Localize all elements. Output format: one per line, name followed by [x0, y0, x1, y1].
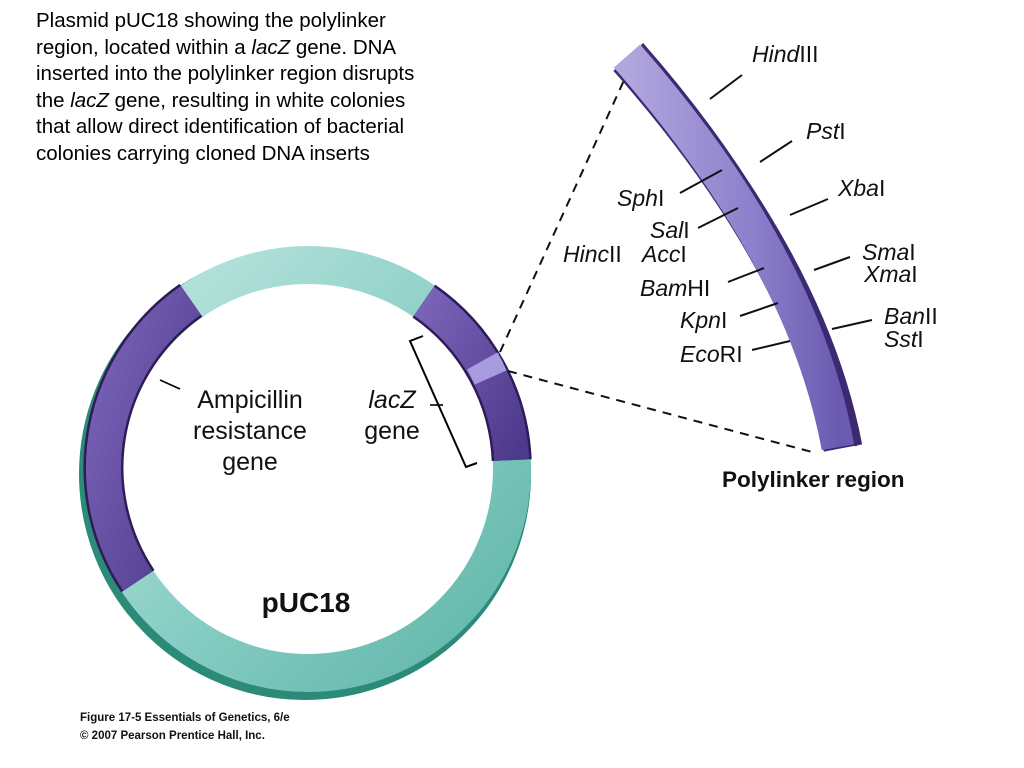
site-label-hincii: HincII: [563, 241, 622, 267]
amp-label-line: gene: [222, 448, 278, 476]
site-label-ecori: EcoRI: [680, 341, 743, 367]
amp-leader-line: [159, 379, 181, 390]
tick-sphi: [679, 169, 723, 194]
tick-sali: [697, 207, 739, 229]
site-label-hindiii: HindIII: [752, 41, 818, 67]
tick-hindiii: [709, 74, 743, 100]
plasmid-ring: [79, 246, 532, 700]
polylinker-site: [466, 352, 507, 385]
site-label-acci: AccI: [640, 241, 687, 267]
caption-line: that allow direct identification of bact…: [36, 114, 526, 141]
tick-bamhi: [727, 267, 765, 283]
caption-run: region, located within a: [36, 35, 252, 59]
tick-ecori: [751, 340, 791, 351]
credit-line-1: Figure 17-5 Essentials of Genetics, 6/e: [80, 712, 290, 724]
plasmid-name: pUC18: [262, 587, 351, 618]
caption-run: gene. DNA: [290, 35, 397, 59]
caption-line: the lacZ gene, resulting in white coloni…: [36, 88, 526, 115]
caption-line: inserted into the polylinker region disr…: [36, 61, 526, 88]
site-label-ssti: SstI: [884, 326, 924, 352]
caption-line: colonies carrying cloned DNA inserts: [36, 141, 526, 168]
amp-gene-label: Ampicillin resistance gene: [193, 386, 307, 476]
site-label-xmai: XmaI: [863, 261, 918, 287]
tick-kpni: [739, 302, 779, 317]
lacz-gene-label: lacZ gene: [364, 386, 420, 445]
zoom-dashed-line-bottom: [507, 370, 813, 453]
tick-smai: [813, 256, 851, 271]
site-label-smai: SmaI: [862, 239, 916, 265]
restriction-site-ticks: [679, 74, 873, 351]
caption-run: gene, resulting in white colonies: [108, 88, 406, 112]
caption-run: colonies carrying cloned DNA inserts: [36, 141, 370, 165]
amp-label-line: resistance: [193, 417, 307, 445]
polylinker-band-fill: [613, 44, 857, 451]
lacz-bracket: [408, 335, 478, 469]
lacz-label-plain: gene: [364, 417, 420, 445]
amp-gene-segment: [86, 285, 202, 591]
lacz-gene-segment: [413, 286, 530, 462]
caption-line: region, located within a lacZ gene. DNA: [36, 35, 526, 62]
caption-run: Plasmid pUC18 showing the polylinker: [36, 9, 386, 32]
polylinker-band-edge: [640, 43, 858, 447]
polylinker-title: Polylinker region: [722, 467, 905, 492]
credit-line-2: © 2007 Pearson Prentice Hall, Inc.: [80, 730, 265, 742]
restriction-site-labels: HindIII PstI XbaI SphI SalI HincII AccI …: [563, 41, 938, 367]
figure-credit: Figure 17-5 Essentials of Genetics, 6/e …: [80, 709, 290, 745]
tick-xbai: [789, 198, 829, 216]
caption-run: that allow direct identification of bact…: [36, 115, 405, 138]
site-label-psti: PstI: [806, 118, 846, 144]
site-label-bamhi: BamHI: [640, 275, 710, 301]
caption-line: Plasmid pUC18 showing the polylinker: [36, 8, 526, 35]
caption-run: inserted into the polylinker region disr…: [36, 62, 415, 85]
site-label-sali: SalI: [650, 217, 690, 243]
site-label-xbai: XbaI: [837, 175, 885, 201]
lacz-label-italic: lacZ: [368, 386, 416, 414]
caption-italic-run: lacZ: [70, 88, 109, 112]
site-label-kpni: KpnI: [680, 307, 727, 333]
site-label-banii: BanII: [884, 303, 938, 329]
tick-psti: [759, 140, 793, 163]
zoom-dashed-line-top: [499, 75, 627, 353]
tick-banii: [831, 319, 873, 330]
caption-italic-run: lacZ: [251, 35, 291, 59]
site-label-sphi: SphI: [617, 185, 664, 211]
amp-label-line: Ampicillin: [197, 386, 303, 414]
caption: Plasmid pUC18 showing the polylinker regi…: [36, 8, 526, 167]
polylinker-band: [613, 43, 863, 452]
caption-run: the: [36, 88, 71, 112]
